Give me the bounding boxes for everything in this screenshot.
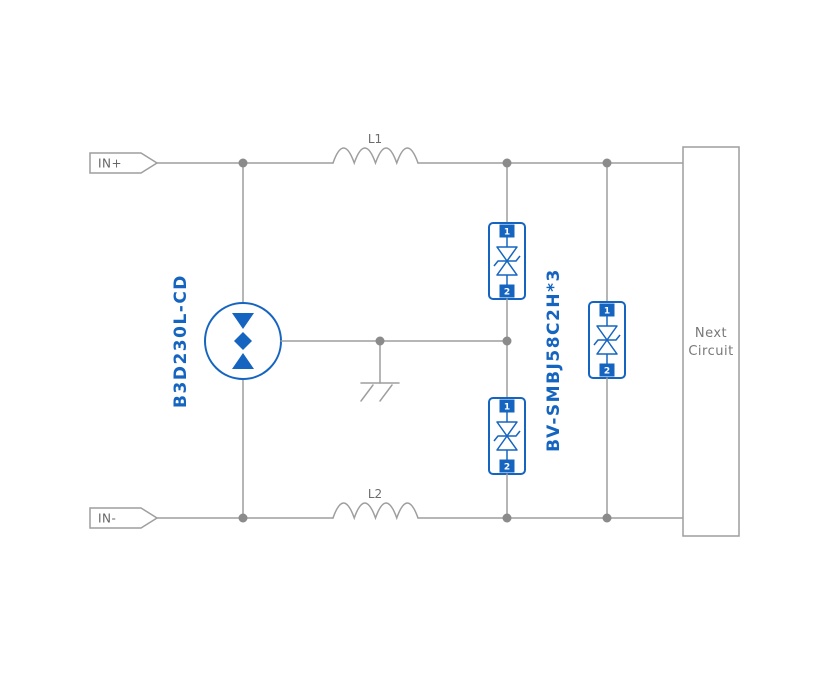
- tvs3-pin2-pad: [599, 363, 615, 377]
- tvs2-pin1-pad: [499, 399, 515, 413]
- tvs1-pin1-pad: [499, 224, 515, 238]
- junction-dot: [602, 158, 612, 168]
- tvs3-pin2-label: 2: [604, 367, 610, 377]
- ground-hatch-1: [360, 384, 374, 402]
- junction-dot: [502, 336, 512, 346]
- inductor-l2: [332, 502, 419, 521]
- tvs3-triangle-top-icon: [596, 325, 618, 341]
- in-plus-label: IN+: [98, 157, 122, 171]
- ground-symbol: [360, 382, 400, 402]
- tvs2-pin2-pad: [499, 459, 515, 473]
- tvs1-triangle-top-icon: [496, 246, 518, 262]
- in-plus-tag-shape: [89, 152, 159, 174]
- gas-discharge-tube: [204, 302, 282, 380]
- in-minus-label: IN-: [98, 512, 116, 526]
- in-plus-connector: IN+: [89, 152, 159, 174]
- junction-dot: [602, 513, 612, 523]
- tvs-diode-2: 1 2: [488, 397, 526, 475]
- tvs-diode-3: 1 2: [588, 301, 626, 379]
- tvs2-zener-bar: [493, 430, 521, 442]
- tvs3-zener-bar: [593, 334, 621, 346]
- junction-dot: [238, 158, 248, 168]
- junction-dot: [375, 336, 385, 346]
- gdt-gap-diamond-icon: [234, 332, 252, 350]
- tvs2-triangle-top-icon: [496, 421, 518, 437]
- gdt-electrode-bottom-icon: [232, 353, 254, 369]
- tvs1-pin1-label: 1: [504, 228, 510, 238]
- junction-dot: [238, 513, 248, 523]
- inductor-l2-label: L2: [368, 487, 382, 501]
- inductor-l1: [332, 147, 419, 166]
- tvs1-zener-bar: [493, 255, 521, 267]
- junction-dot: [502, 158, 512, 168]
- in-minus-tag-shape: [89, 507, 159, 529]
- tvs2-pin1-label: 1: [504, 403, 510, 413]
- next-circuit-block: Next Circuit: [682, 146, 740, 537]
- next-circuit-box: [682, 146, 740, 537]
- tvs3-pin1-pad: [599, 303, 615, 317]
- inductor-l1-label: L1: [368, 132, 382, 146]
- ground-hatch-2: [379, 384, 393, 402]
- gdt-electrode-top-icon: [232, 313, 254, 329]
- tvs1-pin2-label: 2: [504, 288, 510, 298]
- tvs2-pin2-label: 2: [504, 463, 510, 473]
- next-circuit-label-line1: Next: [695, 326, 727, 341]
- junction-dot: [502, 513, 512, 523]
- tvs-diode-1: 1 2: [488, 222, 526, 300]
- tvs-array-part-number-label: BV-SMBJ58C2H*3: [544, 268, 564, 452]
- in-minus-connector: IN-: [89, 507, 159, 529]
- tvs1-pin2-pad: [499, 284, 515, 298]
- next-circuit-label-line2: Circuit: [688, 344, 733, 359]
- gdt-part-number-label: B3D230L-CD: [171, 274, 191, 408]
- tvs3-pin1-label: 1: [604, 307, 610, 317]
